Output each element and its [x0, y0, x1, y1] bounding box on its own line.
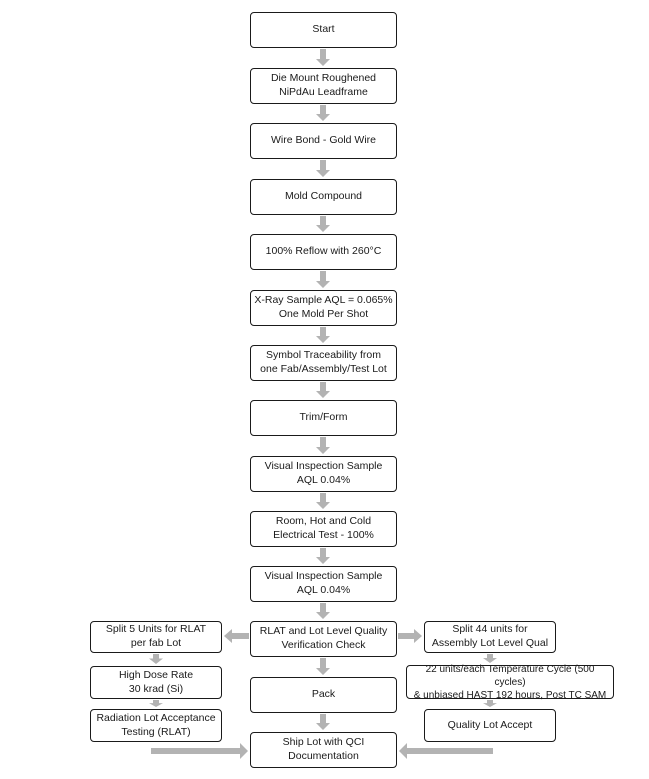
step-mold-compound-label: Mold Compound — [284, 190, 363, 203]
step-pack-label: Pack — [311, 688, 336, 701]
arrow-layer — [149, 49, 497, 759]
step-symbol-traceability: Symbol Traceability from one Fab/Assembl… — [250, 345, 397, 381]
step-temperature-cycle-label: 22 units/each Temperature Cycle (500 cyc… — [413, 663, 607, 701]
step-rlat-quality-check: RLAT and Lot Level Quality Verification … — [250, 621, 397, 657]
step-quality-lot-accept: Quality Lot Accept — [424, 709, 556, 742]
step-ship-lot-label: Ship Lot with QCI Documentation — [282, 736, 365, 762]
arrow-visual-1-to-electrical — [316, 493, 330, 509]
step-mold-compound: Mold Compound — [250, 179, 397, 215]
arrow-split-5-to-high-dose — [149, 654, 163, 664]
arrow-electrical-to-visual-2 — [316, 548, 330, 564]
arrow-rlat-to-ship — [151, 742, 248, 759]
step-xray-sample-label: X-Ray Sample AQL = 0.065% One Mold Per S… — [254, 294, 393, 320]
step-quality-lot-accept-label: Quality Lot Accept — [447, 718, 533, 731]
step-high-dose-rate: High Dose Rate 30 krad (Si) — [90, 666, 222, 699]
step-trim-form: Trim/Form — [250, 400, 397, 436]
step-wire-bond: Wire Bond - Gold Wire — [250, 123, 397, 159]
step-split-44-units: Split 44 units for Assembly Lot Level Qu… — [424, 621, 556, 653]
arrow-rlat-check-to-pack — [316, 658, 330, 675]
step-rlat-testing-label: Radiation Lot Acceptance Testing (RLAT) — [96, 711, 216, 738]
arrow-rlat-check-to-split-5 — [224, 629, 249, 643]
arrow-high-dose-to-rlat — [149, 700, 163, 707]
step-reflow-label: 100% Reflow with 260°C — [265, 245, 382, 258]
step-rlat-testing: Radiation Lot Acceptance Testing (RLAT) — [90, 709, 222, 742]
step-trim-form-label: Trim/Form — [299, 411, 348, 424]
arrow-pack-to-ship — [316, 714, 330, 730]
arrow-die-mount-to-wire-bond — [316, 105, 330, 121]
step-symbol-traceability-label: Symbol Traceability from one Fab/Assembl… — [260, 349, 387, 375]
arrow-mold-to-reflow — [316, 216, 330, 232]
step-visual-inspection-2-label: Visual Inspection Sample AQL 0.04% — [264, 570, 383, 596]
step-rlat-quality-check-label: RLAT and Lot Level Quality Verification … — [259, 625, 388, 651]
step-split-5-units-label: Split 5 Units for RLAT per fab Lot — [105, 623, 207, 649]
step-electrical-test-label: Room, Hot and Cold Electrical Test - 100… — [273, 515, 374, 541]
arrow-split-44-to-temp-cycle — [483, 654, 497, 663]
step-start-label: Start — [312, 23, 335, 36]
arrow-wire-bond-to-mold — [316, 160, 330, 177]
arrow-visual-2-to-rlat-check — [316, 603, 330, 619]
step-visual-inspection-1: Visual Inspection Sample AQL 0.04% — [250, 456, 397, 492]
step-ship-lot: Ship Lot with QCI Documentation — [250, 732, 397, 768]
step-reflow: 100% Reflow with 260°C — [250, 234, 397, 270]
arrow-temp-cycle-to-quality — [483, 700, 497, 707]
step-split-5-units: Split 5 Units for RLAT per fab Lot — [90, 621, 222, 653]
step-pack: Pack — [250, 677, 397, 713]
step-visual-inspection-1-label: Visual Inspection Sample AQL 0.04% — [264, 460, 383, 486]
arrow-xray-to-symbol — [316, 327, 330, 343]
arrow-trim-to-visual-1 — [316, 437, 330, 454]
step-start: Start — [250, 12, 397, 48]
step-high-dose-rate-label: High Dose Rate 30 krad (Si) — [118, 668, 194, 695]
step-temperature-cycle: 22 units/each Temperature Cycle (500 cyc… — [406, 663, 614, 701]
arrow-start-to-die-mount — [316, 49, 330, 66]
step-electrical-test: Room, Hot and Cold Electrical Test - 100… — [250, 511, 397, 547]
arrow-symbol-to-trim — [316, 382, 330, 398]
step-die-mount-label: Die Mount Roughened NiPdAu Leadframe — [270, 72, 377, 98]
step-split-44-units-label: Split 44 units for Assembly Lot Level Qu… — [431, 623, 549, 649]
arrow-rlat-check-to-split-44 — [398, 629, 422, 643]
arrow-reflow-to-xray — [316, 271, 330, 288]
step-visual-inspection-2: Visual Inspection Sample AQL 0.04% — [250, 566, 397, 602]
step-die-mount: Die Mount Roughened NiPdAu Leadframe — [250, 68, 397, 104]
step-xray-sample: X-Ray Sample AQL = 0.065% One Mold Per S… — [250, 290, 397, 326]
arrow-quality-to-ship — [399, 742, 493, 759]
step-wire-bond-label: Wire Bond - Gold Wire — [270, 134, 377, 147]
